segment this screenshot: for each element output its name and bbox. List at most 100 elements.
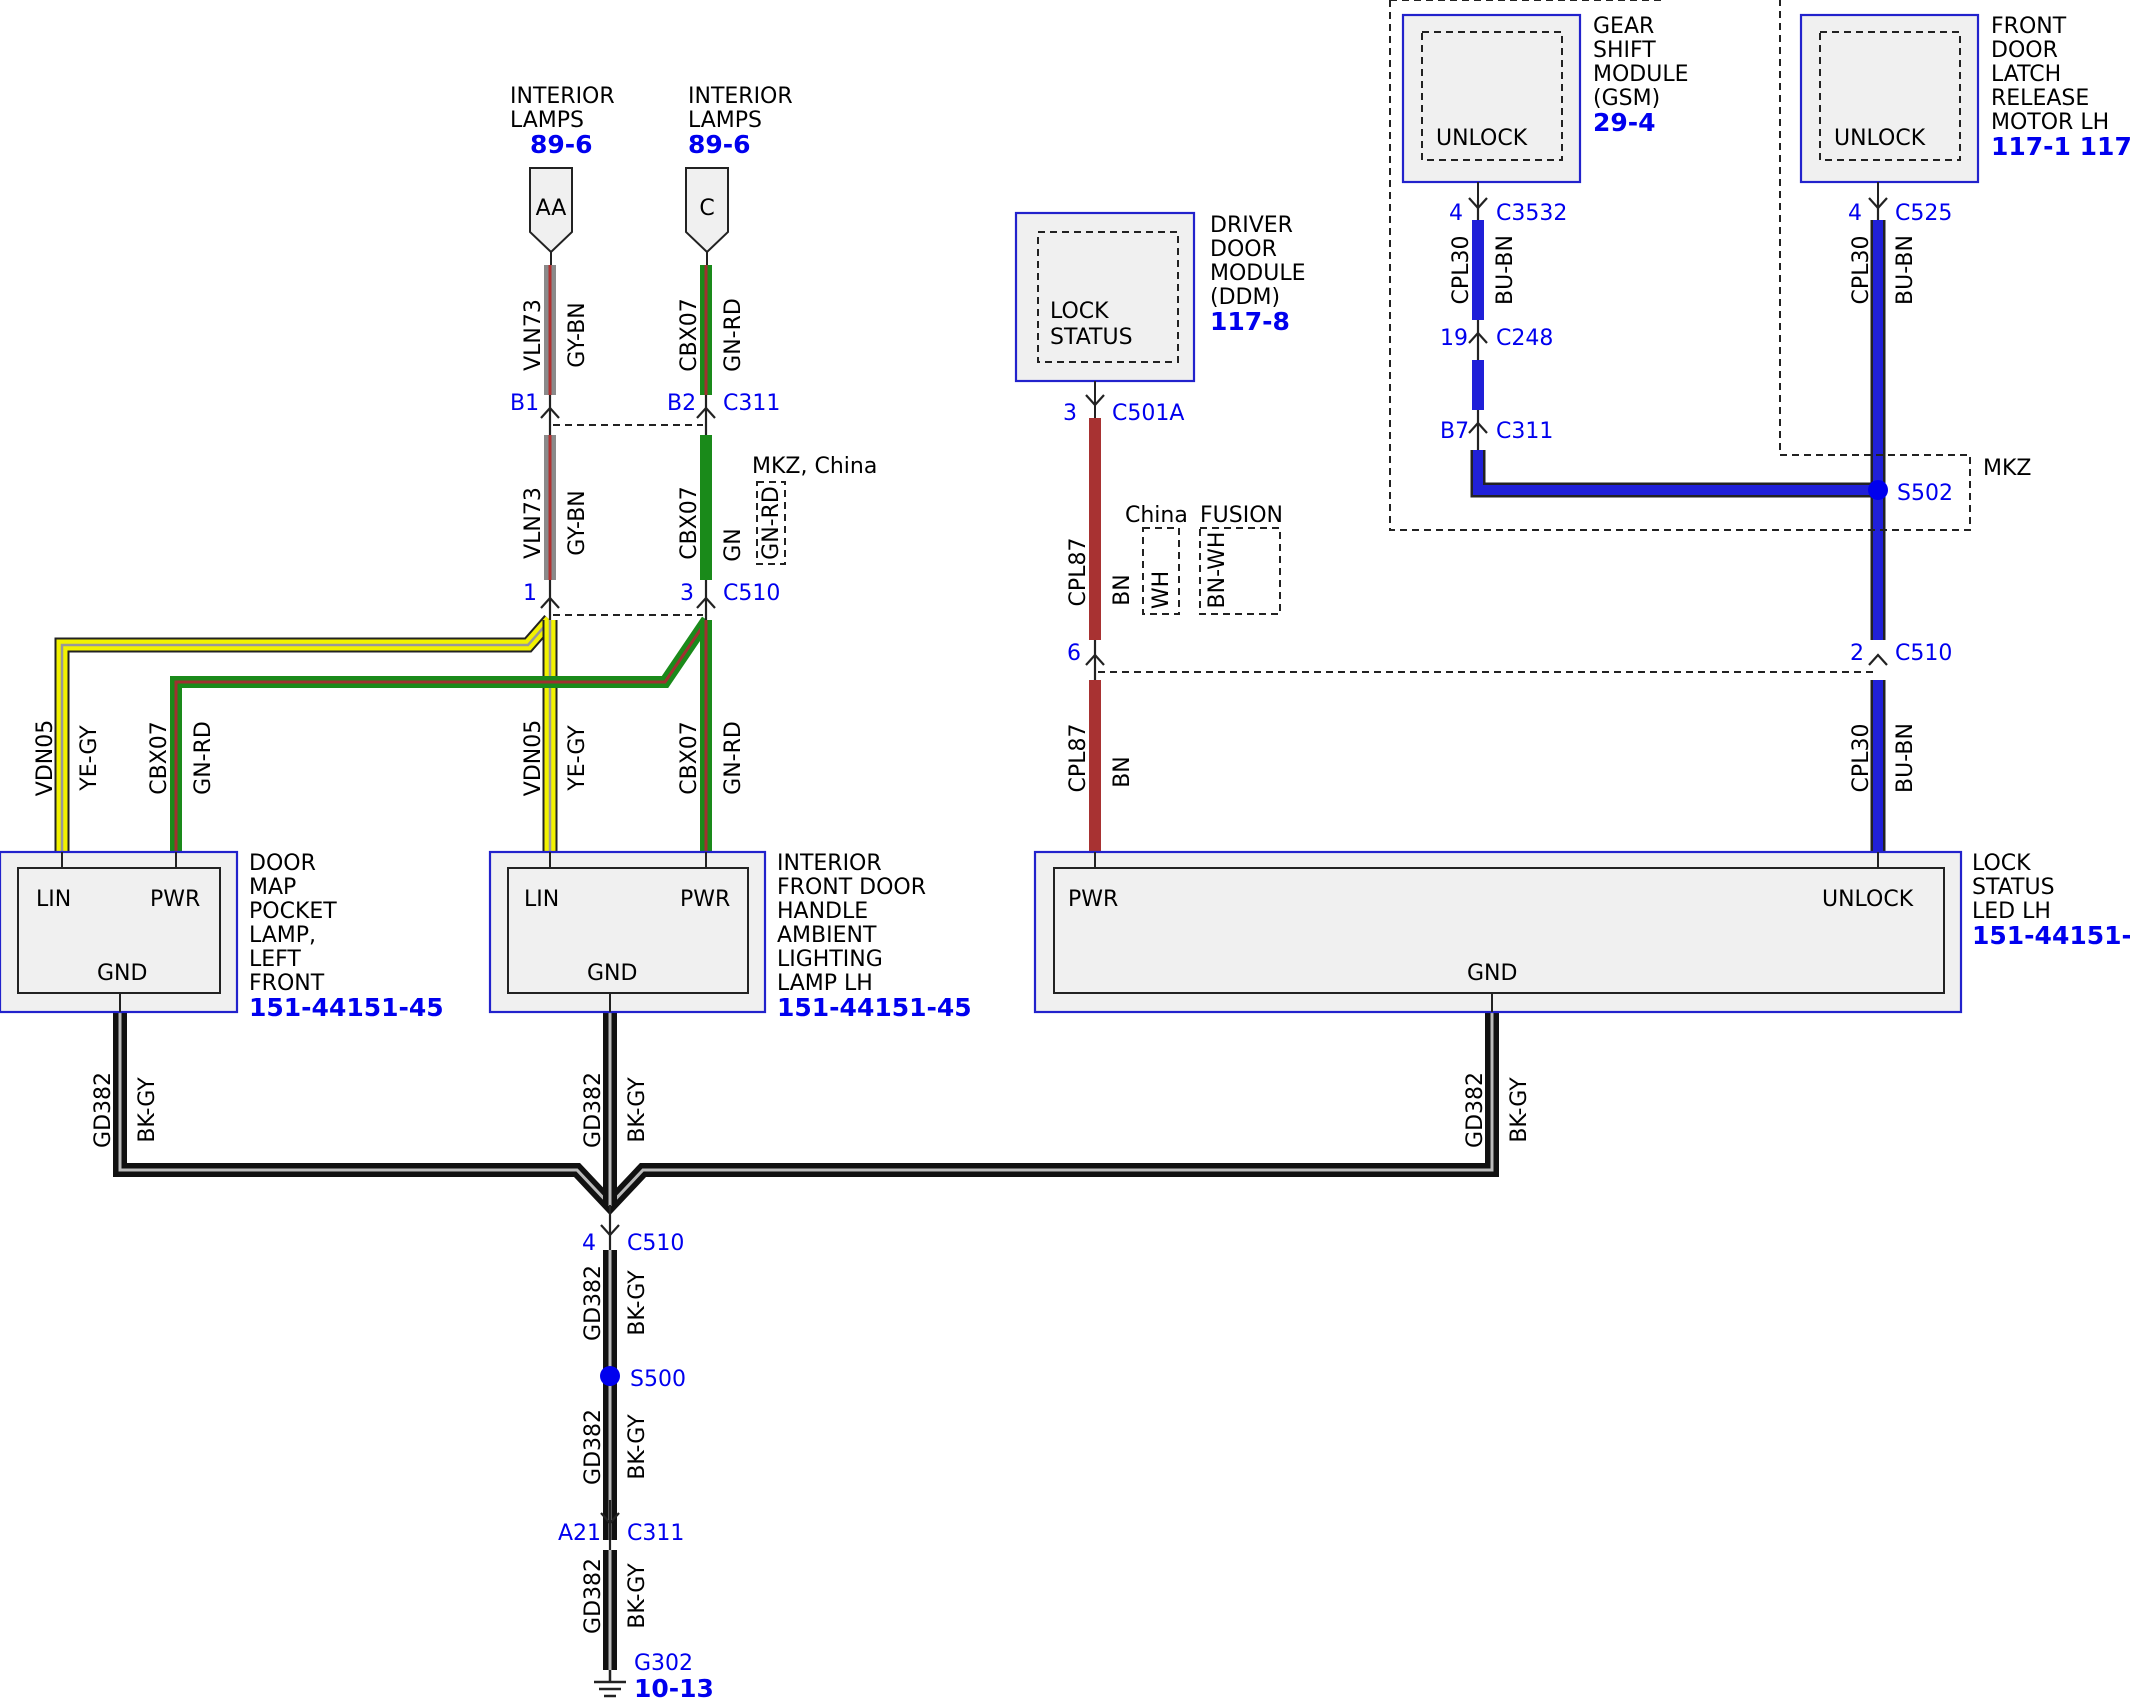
ddm-name-3: MODULE [1210,261,1306,286]
ambient-name-1: INTERIOR [777,851,882,876]
conn-c525: C525 [1895,201,1952,226]
wire-vdn05 [54,615,558,852]
lock-status-led: PWR UNLOCK GND LOCK STATUS LED LH 151-44… [1033,850,2130,1014]
wlabel-vdn05-a: VDN05 [33,720,58,796]
conn-pin-3: 3 [680,581,694,606]
ambient-pin-pwr: PWR [680,887,730,912]
wire-gd382-ground-bus [113,1012,1499,1670]
wire-cbx07-bottom [170,616,712,852]
interior-lamps-c-name-2: LAMPS [688,108,762,133]
door-map-pin-lin: LIN [36,887,71,912]
wire-labels: VLN73 GY-BN VLN73 GY-BN CBX07 GN-RD CBX0… [33,235,1918,1634]
wlabel-bkgy-f: BK-GY [625,1563,650,1629]
wlabel-cbx07-c: CBX07 [147,721,172,795]
wlabel-bnwh: BN-WH [1205,532,1230,609]
door-map-name-4: LAMP, [249,923,316,948]
conn-c311-right: C311 [1496,419,1553,444]
conn-c311-bot: C311 [627,1521,684,1546]
wlabel-gybn-a: GY-BN [565,302,590,367]
conn-a21: A21 [558,1521,601,1546]
conn-c3532: C3532 [1496,201,1567,226]
conn-c3532-pin: 4 [1449,201,1463,226]
splice-s500 [600,1366,620,1386]
wlabel-yegy-a: YE-GY [77,725,102,792]
latch-name-5: MOTOR LH [1991,110,2109,135]
pin-c-label: C [699,196,714,221]
wlabel-cpl87-a: CPL87 [1066,538,1091,607]
latch-name-1: FRONT [1991,14,2067,39]
conn-s500: S500 [630,1367,686,1392]
wlabel-cbx07-b: CBX07 [677,486,702,560]
latch-name-4: RELEASE [1991,86,2089,111]
conn-pin-1: 1 [523,581,537,606]
gsm-pin-unlock: UNLOCK [1436,126,1528,151]
conn-c510-mid-pin: 6 [1067,641,1081,666]
gsm-name-2: SHIFT [1593,38,1656,63]
door-map-name-5: LEFT [249,947,301,972]
option-mkz-china: MKZ, China [752,454,877,479]
wlabel-bkgy-b: BK-GY [625,1077,650,1143]
interior-lamps-aa: AA INTERIOR LAMPS 89-6 [510,84,615,265]
driver-door-module: LOCK STATUS DRIVER DOOR MODULE (DDM) 117… [1014,211,1306,418]
ambient-name-6: LAMP LH [777,971,873,996]
door-map-pin-pwr: PWR [150,887,200,912]
wlabel-cpl30-c: CPL30 [1849,724,1874,793]
ddm-name-4: (DDM) [1210,285,1280,310]
conn-c510-top: C510 [723,581,780,606]
conn-c510-bot: C510 [627,1231,684,1256]
ddm-pin-lock: LOCK [1050,299,1109,324]
wlabel-yegy-b: YE-GY [565,725,590,792]
wlabel-gn: GN [721,528,746,562]
ambient-name-4: AMBIENT [777,923,877,948]
ambient-name-5: LIGHTING [777,947,883,972]
gsm-name-1: GEAR [1593,14,1654,39]
conn-c510-right: C510 [1895,641,1952,666]
gsm-name-4: (GSM) [1593,86,1660,111]
conn-c311-top: C311 [723,391,780,416]
led-name-2: STATUS [1972,875,2055,900]
ambient-name-2: FRONT DOOR [777,875,926,900]
door-map-name-6: FRONT [249,971,325,996]
wlabel-cpl30-a: CPL30 [1449,236,1474,305]
wlabel-bubn-c: BU-BN [1893,723,1918,793]
interior-lamps-aa-name-2: LAMPS [510,108,584,133]
door-map-pin-gnd: GND [97,961,147,986]
ambient-lighting-lamp: LIN PWR GND INTERIOR FRONT DOOR HANDLE A… [488,850,972,1022]
conn-c501a-pin: 3 [1063,401,1077,426]
ddm-name-1: DRIVER [1210,213,1293,238]
wlabel-bubn-a: BU-BN [1493,235,1518,305]
wlabel-gnrd-opt: GN-RD [759,486,784,560]
conn-b7: B7 [1440,419,1469,444]
wlabel-bn-a: BN [1110,574,1135,606]
splice-s502 [1868,480,1888,500]
conn-g302: G302 [634,1651,693,1676]
wlabel-wh: WH [1149,571,1174,609]
wlabel-cbx07-d: CBX07 [677,721,702,795]
wlabel-vln73-a: VLN73 [521,299,546,371]
wlabel-bkgy-a: BK-GY [135,1077,160,1143]
led-ref: 151-44151-45 [1972,921,2130,950]
latch-pin-unlock: UNLOCK [1834,126,1926,151]
wlabel-gd382-e: GD382 [581,1409,606,1485]
wlabel-cbx07-a: CBX07 [677,298,702,372]
ambient-pin-gnd: GND [587,961,637,986]
wire-cpl30 [1470,220,1886,852]
led-name-3: LED LH [1972,899,2051,924]
door-map-name-2: MAP [249,875,296,900]
wlabel-bkgy-c: BK-GY [1507,1077,1532,1143]
conn-b2: B2 [667,391,696,416]
ddm-ref: 117-8 [1210,307,1290,336]
wlabel-vdn05-b: VDN05 [521,720,546,796]
wlabel-gybn-b: GY-BN [565,490,590,555]
gsm-ref: 29-4 [1593,108,1656,137]
wlabel-gnrd-d: GN-RD [721,721,746,795]
conn-c248: C248 [1496,326,1553,351]
door-map-ref: 151-44151-45 [249,993,444,1022]
wlabel-cpl30-b: CPL30 [1849,236,1874,305]
option-china: China [1125,503,1188,528]
connector-dashes [553,0,1971,673]
latch-name-2: DOOR [1991,38,2058,63]
conn-s502: S502 [1897,481,1953,506]
conn-b1: B1 [510,391,539,416]
ambient-pin-lin: LIN [524,887,559,912]
